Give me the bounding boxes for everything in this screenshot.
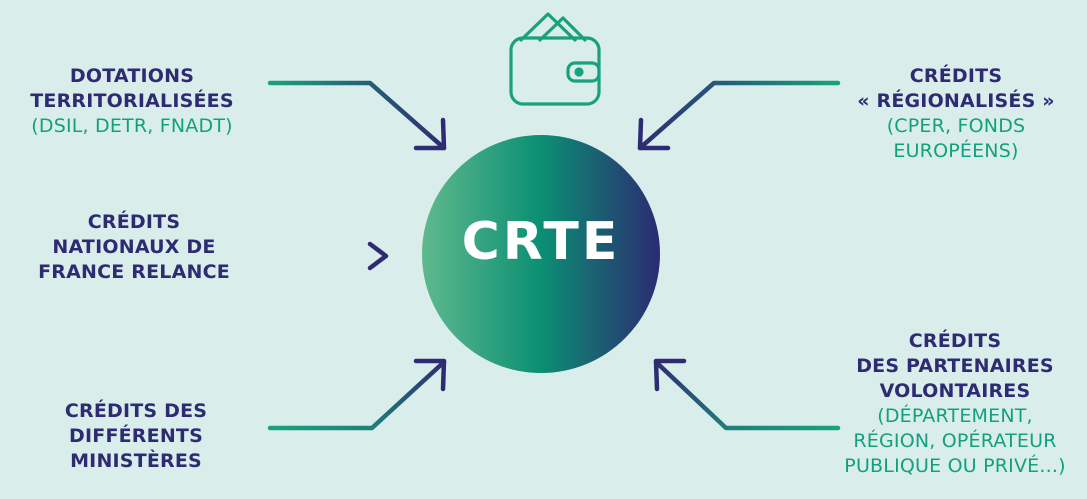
wallet-icon bbox=[509, 12, 601, 106]
source-title-line: DES PARTENAIRES bbox=[856, 355, 1054, 377]
source-title-line: DOTATIONS bbox=[69, 65, 195, 87]
source-title-line: FRANCE RELANCE bbox=[38, 261, 230, 283]
arrowhead-top-left bbox=[413, 117, 447, 151]
source-detail-line: (DÉPARTEMENT, bbox=[877, 405, 1033, 427]
source-title-line: MINISTÈRES bbox=[70, 450, 202, 472]
source-detail-line: PUBLIQUE OU PRIVÉ...) bbox=[844, 455, 1066, 477]
source-detail-line: (DSIL, DETR, FNADT) bbox=[31, 115, 233, 137]
source-credits-regionalises: CRÉDITS « RÉGIONALISÉS » (CPER, FONDS EU… bbox=[838, 64, 1074, 164]
source-dotations: DOTATIONS TERRITORIALISÉES (DSIL, DETR, … bbox=[0, 64, 264, 139]
source-credits-ministeres: CRÉDITS DES DIFFÉRENTS MINISTÈRES bbox=[20, 399, 252, 474]
source-credits-partenaires: CRÉDITS DES PARTENAIRES VOLONTAIRES (DÉP… bbox=[826, 329, 1084, 479]
source-title-line: CRÉDITS bbox=[908, 330, 1002, 352]
source-title-line: VOLONTAIRES bbox=[879, 380, 1031, 402]
arrow-bottom-right bbox=[653, 359, 841, 431]
source-title-line: DIFFÉRENTS bbox=[69, 425, 203, 447]
arrow-bottom-left bbox=[267, 359, 447, 431]
source-credits-nationaux: CRÉDITS NATIONAUX DE FRANCE RELANCE bbox=[10, 210, 258, 285]
source-title-line: NATIONAUX DE bbox=[52, 236, 216, 258]
arrowhead-bottom-right bbox=[653, 358, 687, 392]
arrow-top-right bbox=[637, 80, 841, 151]
source-title-line: TERRITORIALISÉES bbox=[30, 90, 234, 112]
hub-circle bbox=[422, 135, 660, 373]
arrowhead-middle-left bbox=[367, 241, 389, 271]
source-title-line: CRÉDITS DES bbox=[64, 400, 208, 422]
source-detail-line: RÉGION, OPÉRATEUR bbox=[853, 430, 1057, 452]
source-title-line: CRÉDITS bbox=[909, 65, 1003, 87]
arrowhead-top-right bbox=[637, 117, 671, 151]
arrow-top-left bbox=[267, 80, 447, 151]
source-title-line: « RÉGIONALISÉS » bbox=[857, 90, 1055, 112]
source-detail-line: (CPER, FONDS bbox=[886, 115, 1026, 137]
arrowhead-bottom-left bbox=[413, 358, 447, 392]
hub-label: CRTE bbox=[461, 212, 621, 272]
source-title-line: CRÉDITS bbox=[87, 211, 181, 233]
source-detail-line: EUROPÉENS) bbox=[893, 140, 1019, 162]
